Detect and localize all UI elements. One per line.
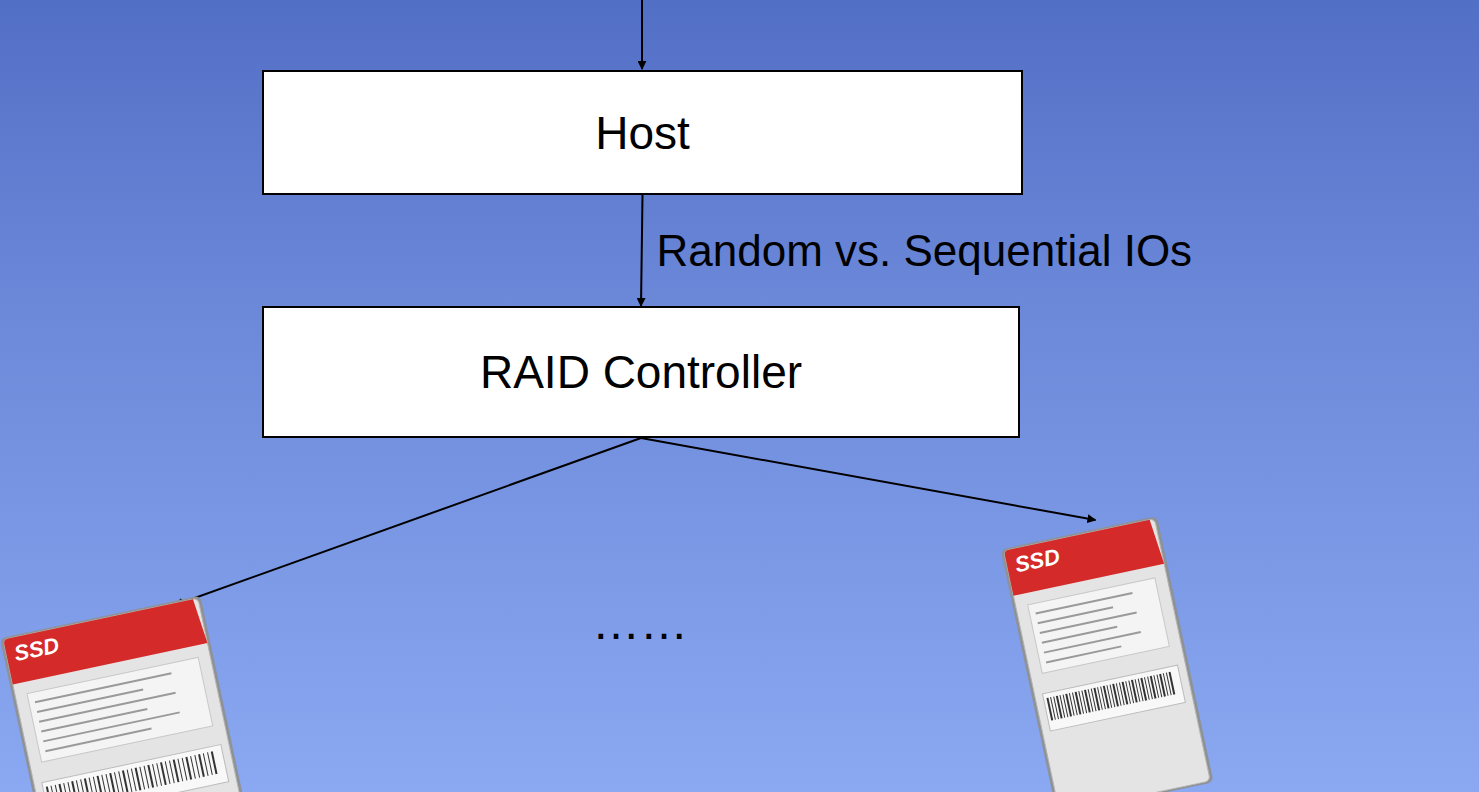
box-label: RAID Controller	[480, 345, 802, 399]
edge-label: Random vs. Sequential IOs	[657, 226, 1193, 276]
ssd-illustration	[984, 503, 1226, 792]
ssd-illustration	[0, 583, 252, 792]
process-box: RAID Controller	[262, 306, 1020, 438]
process-box: Host	[262, 70, 1023, 195]
connector-arrow	[641, 438, 1096, 520]
connector-arrow	[641, 195, 643, 306]
ellipsis-label: ……	[592, 595, 688, 650]
box-label: Host	[595, 106, 690, 160]
input-arrow	[641, 0, 643, 69]
ssd-body: SSD	[0, 583, 252, 792]
connector-arrow	[175, 438, 641, 605]
ssd-body: SSD	[984, 503, 1226, 792]
ssd-drive: SSD	[1010, 520, 1200, 792]
ssd-drive: SSD	[0, 605, 235, 792]
